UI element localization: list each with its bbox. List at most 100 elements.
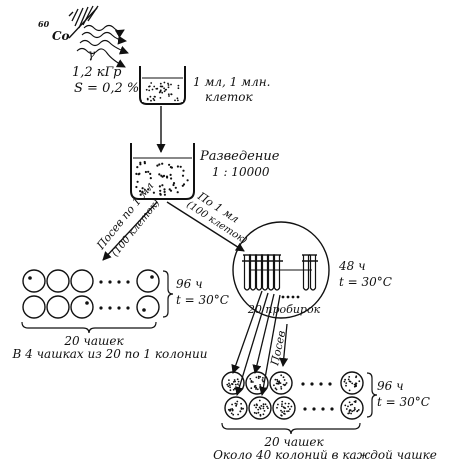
colony — [238, 384, 241, 387]
cell-dot — [159, 97, 162, 99]
tubes — [242, 254, 318, 291]
left-dishes-count: 20 чашек — [63, 334, 124, 348]
plate — [22, 295, 46, 319]
cobalt-source: 60 Co γ 1,2 кГр S = 0,2 % — [38, 5, 139, 96]
colony — [283, 407, 286, 409]
colony — [228, 382, 230, 385]
cell-dot — [159, 82, 162, 85]
plate — [248, 396, 272, 420]
colony — [264, 403, 267, 406]
colony — [250, 387, 253, 390]
cell-dot — [176, 191, 179, 194]
colony — [228, 379, 230, 381]
cell-dot — [174, 186, 177, 189]
beaker-top — [139, 66, 186, 105]
test-tube-icon — [267, 255, 275, 291]
colony — [274, 378, 277, 381]
plate — [46, 295, 70, 319]
beaker-top-label-line2: клеток — [205, 90, 254, 104]
colony — [253, 411, 256, 414]
colony — [237, 383, 239, 385]
colony — [276, 406, 278, 409]
cell-dot — [181, 174, 185, 177]
beaker-cells — [145, 81, 180, 102]
cell-dot — [165, 88, 168, 91]
cell-dot — [141, 190, 144, 193]
plate — [224, 396, 248, 420]
colony — [231, 409, 234, 412]
beaker-dilution — [130, 143, 195, 200]
colony — [345, 382, 348, 384]
colony — [232, 381, 235, 383]
colony — [273, 384, 275, 387]
colony — [279, 382, 282, 384]
cell-dot — [168, 163, 171, 166]
right-plates — [221, 371, 364, 420]
cell-dot — [153, 95, 156, 98]
cell-dot — [153, 85, 156, 88]
beaker-top-label-line1: 1 мл, 1 млн. — [193, 75, 270, 89]
right-plates-right-brace — [366, 372, 378, 418]
cell-dot — [167, 93, 170, 96]
right-incubation-temp: t = 30°C — [339, 275, 392, 289]
cell-dot — [181, 184, 184, 187]
cell-dot — [153, 99, 156, 102]
colony — [231, 403, 234, 406]
cell-dot — [151, 88, 154, 91]
colony — [255, 403, 258, 406]
cell-dot — [152, 191, 155, 194]
cell-dot — [163, 188, 166, 191]
colony — [150, 275, 154, 279]
colony — [354, 408, 356, 411]
colony — [344, 404, 347, 407]
plate — [340, 371, 364, 395]
colony — [348, 389, 351, 392]
colony — [350, 412, 352, 415]
cell-dot — [167, 86, 170, 89]
colony — [275, 382, 278, 385]
colony — [283, 384, 286, 387]
isotope-symbol: Co — [52, 29, 70, 43]
cell-dot — [172, 183, 175, 187]
cell-dot — [161, 184, 164, 187]
test-tube-icon — [302, 255, 310, 291]
ellipsis-dots — [99, 280, 130, 310]
colony — [239, 410, 242, 413]
tube-ellipsis-dots — [281, 295, 300, 299]
source-block-icon — [68, 5, 99, 39]
colony — [235, 403, 238, 405]
colony — [354, 401, 357, 403]
colony — [231, 383, 233, 385]
colony — [232, 388, 235, 391]
cell-dot — [147, 188, 150, 191]
left-result: В 4 чашках из 20 по 1 колонии — [12, 347, 208, 361]
colony — [278, 380, 281, 383]
colony — [287, 402, 290, 405]
cell-dot — [172, 182, 176, 185]
cell-dot — [163, 190, 166, 193]
arrow-right-branch — [166, 201, 245, 252]
cell-dot — [167, 84, 170, 86]
colony — [348, 376, 351, 378]
colony — [280, 414, 282, 416]
colony — [229, 389, 232, 392]
cell-dot — [160, 85, 163, 88]
plate — [70, 295, 94, 319]
cell-dot — [163, 193, 166, 196]
colony — [357, 409, 360, 411]
colony — [253, 386, 256, 388]
colony — [351, 410, 354, 413]
cell-dot — [163, 81, 166, 84]
colony — [355, 385, 357, 387]
colony — [262, 380, 264, 383]
colony — [280, 409, 282, 412]
cell-dot — [152, 97, 155, 100]
colony — [351, 403, 354, 406]
cell-dot — [143, 160, 146, 164]
colony — [276, 378, 279, 381]
cell-dot — [161, 91, 164, 94]
cell-dot — [159, 189, 162, 192]
colony — [345, 384, 347, 387]
colony — [355, 376, 357, 379]
